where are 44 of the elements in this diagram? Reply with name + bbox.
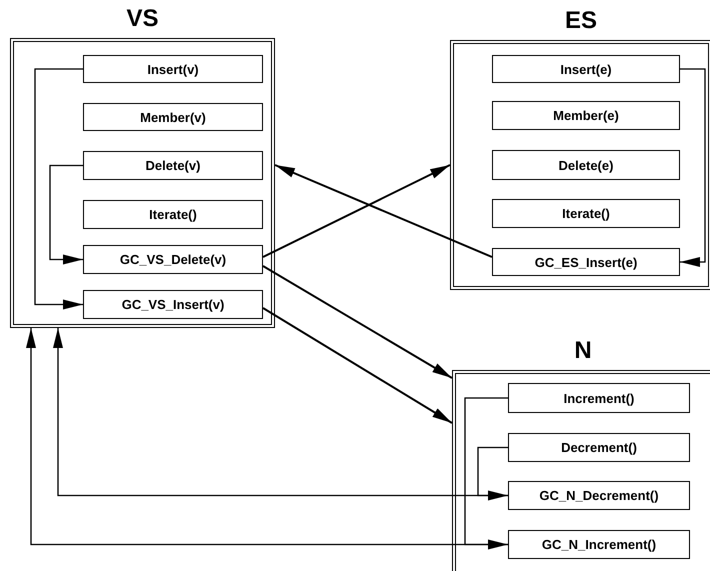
operation-box xyxy=(508,481,690,510)
operation-box xyxy=(492,248,680,276)
arrow xyxy=(26,328,508,546)
operation-label: GC_N_Decrement() xyxy=(539,488,659,503)
operation-label: Member(e) xyxy=(553,108,619,123)
operation-label: Insert(v) xyxy=(147,62,199,76)
operation-label: GC_N_Increment() xyxy=(542,537,656,552)
operation-label: Decrement() xyxy=(561,440,637,455)
arrow xyxy=(477,446,508,500)
arrow xyxy=(49,164,83,264)
operation-label: Increment() xyxy=(564,390,634,406)
module-title: VS xyxy=(125,4,160,34)
operation-label: Insert(e) xyxy=(560,62,612,76)
module-title: ES xyxy=(564,6,598,36)
operation-label: GC_VS_Insert(v) xyxy=(122,297,224,312)
operation-box xyxy=(83,290,263,319)
operation-box xyxy=(508,433,690,462)
operation-label: Member(v) xyxy=(140,110,206,124)
operation-box xyxy=(83,200,263,229)
operation-label: GC_VS_Delete(v) xyxy=(120,252,226,267)
operation-label: Delete(e) xyxy=(558,158,614,172)
operation-box xyxy=(508,383,690,413)
operation-label: GC_ES_Insert(e) xyxy=(534,254,638,270)
operation-label: Delete(v) xyxy=(146,158,200,173)
operation-box xyxy=(83,245,263,274)
arrow xyxy=(262,265,453,379)
operation-box xyxy=(83,151,263,180)
operation-box xyxy=(508,530,690,559)
arrow xyxy=(464,397,508,550)
operation-label: Iterate() xyxy=(149,207,197,222)
operation-box xyxy=(492,199,680,228)
operation-box xyxy=(492,101,680,130)
arrow xyxy=(262,164,450,258)
operation-box xyxy=(492,150,680,180)
arrow xyxy=(262,307,453,424)
operation-box xyxy=(83,55,263,83)
arrow xyxy=(34,68,83,310)
arrow xyxy=(680,68,706,267)
arrow xyxy=(274,164,492,258)
operation-box xyxy=(83,103,263,131)
operation-label: Iterate() xyxy=(562,206,610,221)
operation-box xyxy=(492,55,680,83)
module-title: N xyxy=(573,336,593,366)
arrow xyxy=(53,328,508,496)
